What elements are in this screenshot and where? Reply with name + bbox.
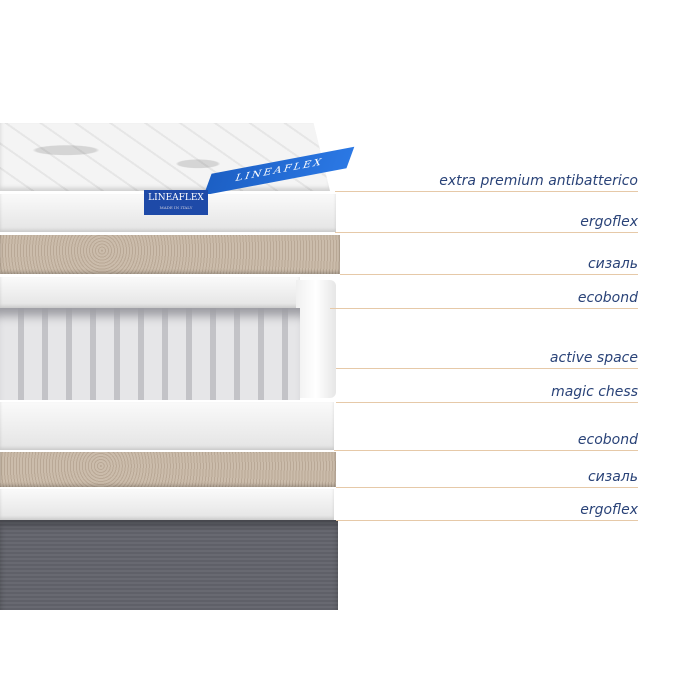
leader-line <box>336 402 638 403</box>
leader-line <box>335 191 638 192</box>
leader-line <box>330 308 638 309</box>
leader-line <box>335 232 638 233</box>
leader-line <box>336 520 638 521</box>
layer-label: extra premium antibatterico <box>439 173 638 189</box>
leader-line <box>336 368 638 369</box>
leader-line <box>336 487 638 488</box>
layer-label: сизаль <box>587 256 638 272</box>
brand-logo-subtext: MADE IN ITALY <box>159 205 193 210</box>
layer-label: magic chess <box>551 384 638 400</box>
layer-ecobond-top <box>0 277 300 308</box>
layer-label: ecobond <box>577 290 638 306</box>
layer-foam-border <box>296 280 336 398</box>
layer-springs <box>0 308 300 400</box>
layer-sisal-top <box>0 235 340 274</box>
layer-label: active space <box>549 350 638 366</box>
layer-label: ecobond <box>577 432 638 448</box>
brand-logo-text: LINEAFLEX <box>148 193 204 203</box>
layer-label: сизаль <box>587 469 638 485</box>
layer-sisal-bottom <box>0 452 336 487</box>
layer-label: ergoflex <box>580 214 638 230</box>
leader-line <box>334 450 638 451</box>
leader-line <box>340 274 638 275</box>
layer-ecobond-bottom <box>0 402 334 450</box>
brand-badge: LINEAFLEX MADE IN ITALY <box>144 190 208 215</box>
layer-cover <box>0 123 330 191</box>
layer-label: ergoflex <box>580 502 638 518</box>
layer-ergoflex-bottom <box>0 489 334 520</box>
layer-base <box>0 520 338 610</box>
